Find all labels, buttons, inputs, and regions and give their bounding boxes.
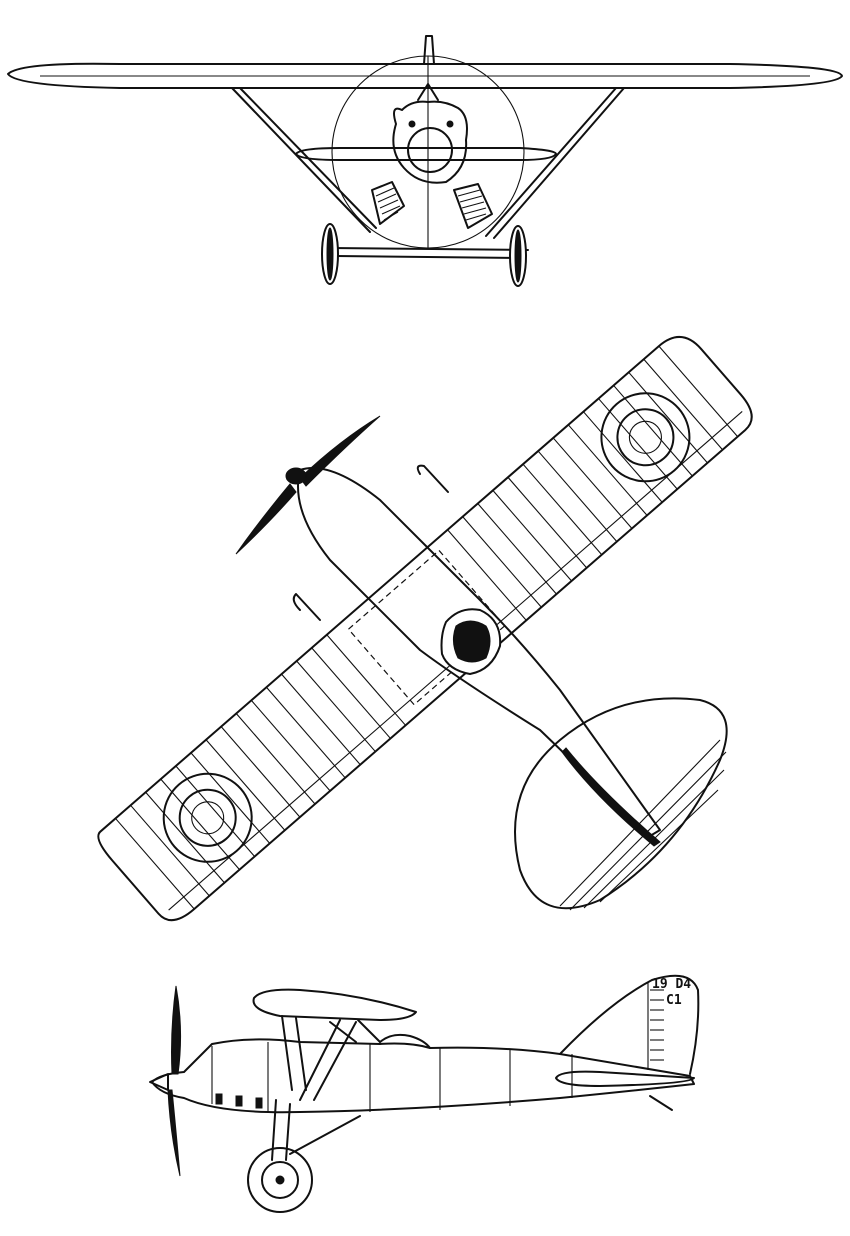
top-fuselage bbox=[297, 467, 661, 837]
side-wheel-hub-ring bbox=[261, 1161, 299, 1199]
top-roundel-left bbox=[162, 772, 253, 863]
side-tailskid bbox=[649, 1095, 673, 1111]
side-landing-gear-legs bbox=[271, 1099, 361, 1161]
front-right-strut bbox=[485, 87, 625, 239]
side-wing-struts bbox=[281, 1015, 357, 1101]
front-left-exhaust-stack bbox=[371, 181, 405, 225]
front-fin bbox=[423, 35, 435, 65]
front-engine-cowling bbox=[392, 100, 468, 184]
top-spinner bbox=[285, 467, 307, 485]
front-upper-wing bbox=[7, 62, 843, 89]
tail-marking-line-2: C1 bbox=[666, 993, 682, 1008]
side-cabane-struts bbox=[329, 1019, 381, 1043]
top-cockpit-opening bbox=[452, 620, 491, 663]
front-headrest bbox=[417, 83, 439, 101]
front-right-exhaust-stack bbox=[453, 183, 493, 229]
front-intake-right bbox=[446, 120, 454, 128]
front-view bbox=[0, 0, 850, 300]
front-spinner bbox=[407, 127, 453, 173]
side-propeller-blade-lower bbox=[167, 1089, 181, 1177]
front-left-strut bbox=[231, 87, 377, 233]
top-right-strut-fairing bbox=[416, 464, 449, 493]
top-left-strut-fairing bbox=[292, 593, 321, 621]
top-tailplane bbox=[514, 697, 728, 910]
side-spinner bbox=[149, 1073, 169, 1091]
side-panel-lines bbox=[211, 1042, 573, 1112]
side-propeller-blade-upper bbox=[171, 985, 182, 1075]
top-tail-fin bbox=[561, 747, 661, 847]
tail-marking-line-1: 19 D4 bbox=[652, 977, 691, 992]
side-exhaust-port-3 bbox=[255, 1097, 263, 1109]
front-view-drawing bbox=[7, 35, 843, 287]
front-lower-wing bbox=[295, 147, 557, 161]
side-tail-fin bbox=[559, 974, 700, 1075]
side-rudder-stripes bbox=[650, 989, 664, 1061]
top-wing-group bbox=[97, 335, 753, 922]
side-view-drawing: 19 D4 C1 bbox=[149, 974, 700, 1213]
top-view bbox=[0, 270, 850, 930]
top-propeller-blade-lower bbox=[235, 483, 297, 555]
front-intake-left bbox=[408, 120, 416, 128]
top-view-drawing bbox=[97, 335, 753, 922]
side-cockpit-fairing bbox=[379, 1033, 431, 1049]
side-exhaust-port-2 bbox=[235, 1095, 243, 1107]
side-tailplane bbox=[555, 1070, 695, 1087]
side-view: 19 D4 C1 bbox=[0, 950, 850, 1236]
top-roundel-right bbox=[600, 392, 691, 483]
top-main-wing bbox=[97, 335, 753, 922]
side-upper-wing bbox=[252, 988, 417, 1021]
side-wheel-axle bbox=[275, 1175, 285, 1185]
top-tailplane-ribs bbox=[559, 739, 727, 911]
side-fuselage bbox=[151, 1038, 695, 1114]
top-propeller-blade-upper bbox=[299, 415, 381, 487]
front-left-tyre-core bbox=[326, 227, 334, 281]
side-wheel bbox=[247, 1147, 313, 1213]
side-exhaust-port-1 bbox=[215, 1093, 223, 1105]
front-axle bbox=[329, 247, 529, 259]
top-wing-ribs bbox=[115, 345, 739, 910]
front-right-tyre-core bbox=[514, 229, 522, 283]
